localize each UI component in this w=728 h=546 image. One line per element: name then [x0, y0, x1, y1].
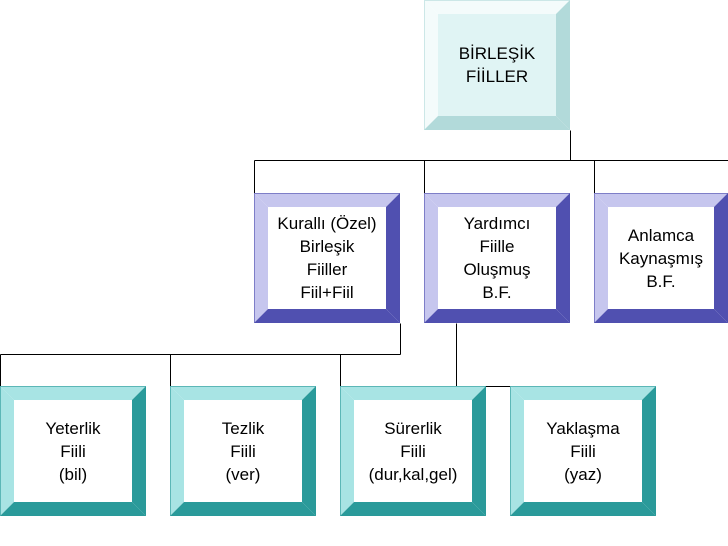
node-yardimci-label: Yardımcı Fiille Oluşmuş B.F. [424, 193, 570, 323]
node-yaklasma-line-1: Yaklaşma [546, 418, 620, 438]
node-anlamca-frame [594, 193, 728, 323]
bevel-top [424, 193, 570, 207]
node-tezlik-frame [170, 386, 316, 516]
node-yaklasma-line-3: (yaz) [564, 464, 602, 484]
bevel-bottom [170, 502, 316, 516]
node-surerlik-fiili: Sürerlik Fiili (dur,kal,gel) [340, 386, 486, 516]
node-yaklasma-line-2: Fiili [570, 441, 596, 461]
node-yardimci-line-1: Yardımcı [463, 214, 531, 233]
node-root-line-2: FİİLLER [465, 67, 529, 86]
node-anlamca-line-3: B.F. [646, 271, 676, 291]
bevel-face [608, 207, 714, 309]
node-root-frame [424, 0, 570, 130]
node-tezlik-label: Tezlik Fiili (ver) [170, 386, 316, 516]
node-yeterlik-fiili: Yeterlik Fiili (bil) [0, 386, 146, 516]
node-outline [510, 386, 656, 516]
bevel-left [0, 386, 14, 516]
node-anlamca-line-2: Kaynaşmış [618, 248, 704, 268]
bevel-top [254, 193, 400, 207]
node-yeterlik-line-3: (bil) [58, 464, 88, 484]
bevel-face [438, 207, 556, 309]
bevel-face [354, 400, 472, 502]
node-yaklasma-frame [510, 386, 656, 516]
bevel-right [642, 386, 656, 516]
bevel-bottom [510, 502, 656, 516]
bevel-bottom [424, 116, 570, 130]
bevel-right [302, 386, 316, 516]
bevel-left [424, 0, 438, 130]
bevel-top [594, 193, 728, 207]
node-yaklasma-label: Yaklaşma Fiili (yaz) [510, 386, 656, 516]
node-tezlik-line-2: Fiili [230, 441, 256, 461]
node-yardimci-line-3: Oluşmuş [463, 260, 531, 279]
node-kuralli-line-4: Fiil+Fiil [300, 283, 354, 302]
bevel-right [556, 0, 570, 130]
node-outline [424, 0, 570, 130]
bevel-face [184, 400, 302, 502]
node-kuralli-frame [254, 193, 400, 323]
node-outline [424, 193, 570, 323]
bevel-bottom [594, 309, 728, 323]
node-outline [254, 193, 400, 323]
node-yardimci-frame [424, 193, 570, 323]
node-yardimci-fiille: Yardımcı Fiille Oluşmuş B.F. [424, 193, 570, 323]
node-yaklasma-fiili: Yaklaşma Fiili (yaz) [510, 386, 656, 516]
bevel-bottom [340, 502, 486, 516]
node-surerlik-line-2: Fiili [400, 441, 426, 461]
node-kuralli-line-3: Fiiller [306, 260, 348, 279]
bevel-top [340, 386, 486, 400]
node-kuralli-label: Kurallı (Özel) Birleşik Fiiller Fiil+Fii… [254, 193, 400, 323]
bevel-left [254, 193, 268, 323]
bevel-face [438, 14, 556, 116]
node-anlamca-kaynasmis: Anlamca Kaynaşmış B.F. [594, 193, 728, 323]
bevel-right [714, 193, 728, 323]
bevel-right [472, 386, 486, 516]
bevel-right [556, 193, 570, 323]
bevel-top [424, 0, 570, 14]
bevel-face [14, 400, 132, 502]
node-anlamca-line-1: Anlamca [627, 225, 695, 245]
node-anlamca-label: Anlamca Kaynaşmış B.F. [594, 193, 728, 323]
bevel-left [340, 386, 354, 516]
node-root-label: BİRLEŞİK FİİLLER [424, 0, 570, 130]
bevel-face [268, 207, 386, 309]
node-tezlik-line-1: Tezlik [221, 418, 265, 438]
bevel-face [524, 400, 642, 502]
bevel-top [170, 386, 316, 400]
node-outline [340, 386, 486, 516]
node-surerlik-line-1: Sürerlik [384, 418, 442, 438]
node-surerlik-line-3: (dur,kal,gel) [368, 464, 458, 484]
bevel-bottom [424, 309, 570, 323]
node-outline [0, 386, 146, 516]
bevel-left [510, 386, 524, 516]
bevel-top [0, 386, 146, 400]
node-root: BİRLEŞİK FİİLLER [424, 0, 570, 130]
bevel-top [510, 386, 656, 400]
node-outline [170, 386, 316, 516]
bevel-right [386, 193, 400, 323]
bevel-left [170, 386, 184, 516]
node-yeterlik-line-1: Yeterlik [45, 418, 101, 438]
node-tezlik-line-3: (ver) [225, 464, 261, 484]
node-yeterlik-label: Yeterlik Fiili (bil) [0, 386, 146, 516]
bevel-left [424, 193, 438, 323]
bevel-bottom [254, 309, 400, 323]
node-yardimci-line-2: Fiille [479, 237, 515, 256]
node-kuralli-line-1: Kurallı (Özel) [277, 214, 377, 233]
node-kuralli-birlesik-fiiller: Kurallı (Özel) Birleşik Fiiller Fiil+Fii… [254, 193, 400, 323]
node-surerlik-label: Sürerlik Fiili (dur,kal,gel) [340, 386, 486, 516]
node-kuralli-line-2: Birleşik [299, 237, 355, 256]
node-yeterlik-line-2: Fiili [60, 441, 86, 461]
node-yeterlik-frame [0, 386, 146, 516]
node-root-line-1: BİRLEŞİK [458, 44, 536, 63]
node-surerlik-frame [340, 386, 486, 516]
node-tezlik-fiili: Tezlik Fiili (ver) [170, 386, 316, 516]
bevel-right [132, 386, 146, 516]
node-yardimci-line-4: B.F. [482, 283, 512, 302]
bevel-bottom [0, 502, 146, 516]
bevel-left [594, 193, 608, 323]
